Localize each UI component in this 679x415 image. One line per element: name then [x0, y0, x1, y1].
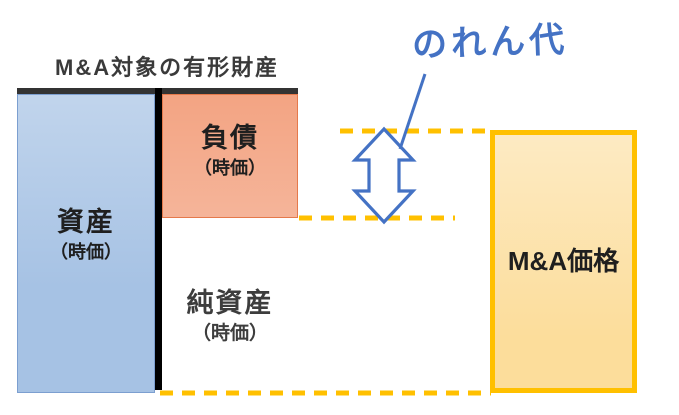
- assets-label-sub: （時価）: [50, 242, 122, 263]
- net-assets-label: 純資産 （時価）: [162, 288, 298, 345]
- ma-price-label-main: M&A価格: [507, 246, 620, 276]
- goodwill-double-arrow-icon: [351, 126, 417, 225]
- goodwill-callout-label: のれん代: [411, 20, 569, 65]
- liabilities-label-sub: （時価）: [194, 158, 266, 179]
- assets-label-main: 資産: [57, 207, 115, 237]
- liabilities-label: 負債 （時価）: [163, 123, 297, 179]
- goodwill-leader-line: [398, 73, 427, 150]
- liabilities-box: 負債 （時価）: [162, 94, 298, 218]
- net-assets-label-main: 純資産: [186, 288, 274, 318]
- ma-price-label: M&A価格: [495, 246, 632, 277]
- net-assets-label-sub: （時価）: [191, 323, 268, 345]
- assets-box: 資産 （時価）: [17, 94, 155, 393]
- assets-label: 資産 （時価）: [18, 207, 154, 263]
- tangible-assets-title: M&A対象の有形財産: [55, 55, 280, 80]
- ma-price-box: M&A価格: [490, 130, 637, 393]
- liabilities-label-main: 負債: [201, 123, 259, 153]
- net-assets-area: 純資産 （時価）: [162, 218, 298, 393]
- vertical-divider-bar: [155, 88, 162, 390]
